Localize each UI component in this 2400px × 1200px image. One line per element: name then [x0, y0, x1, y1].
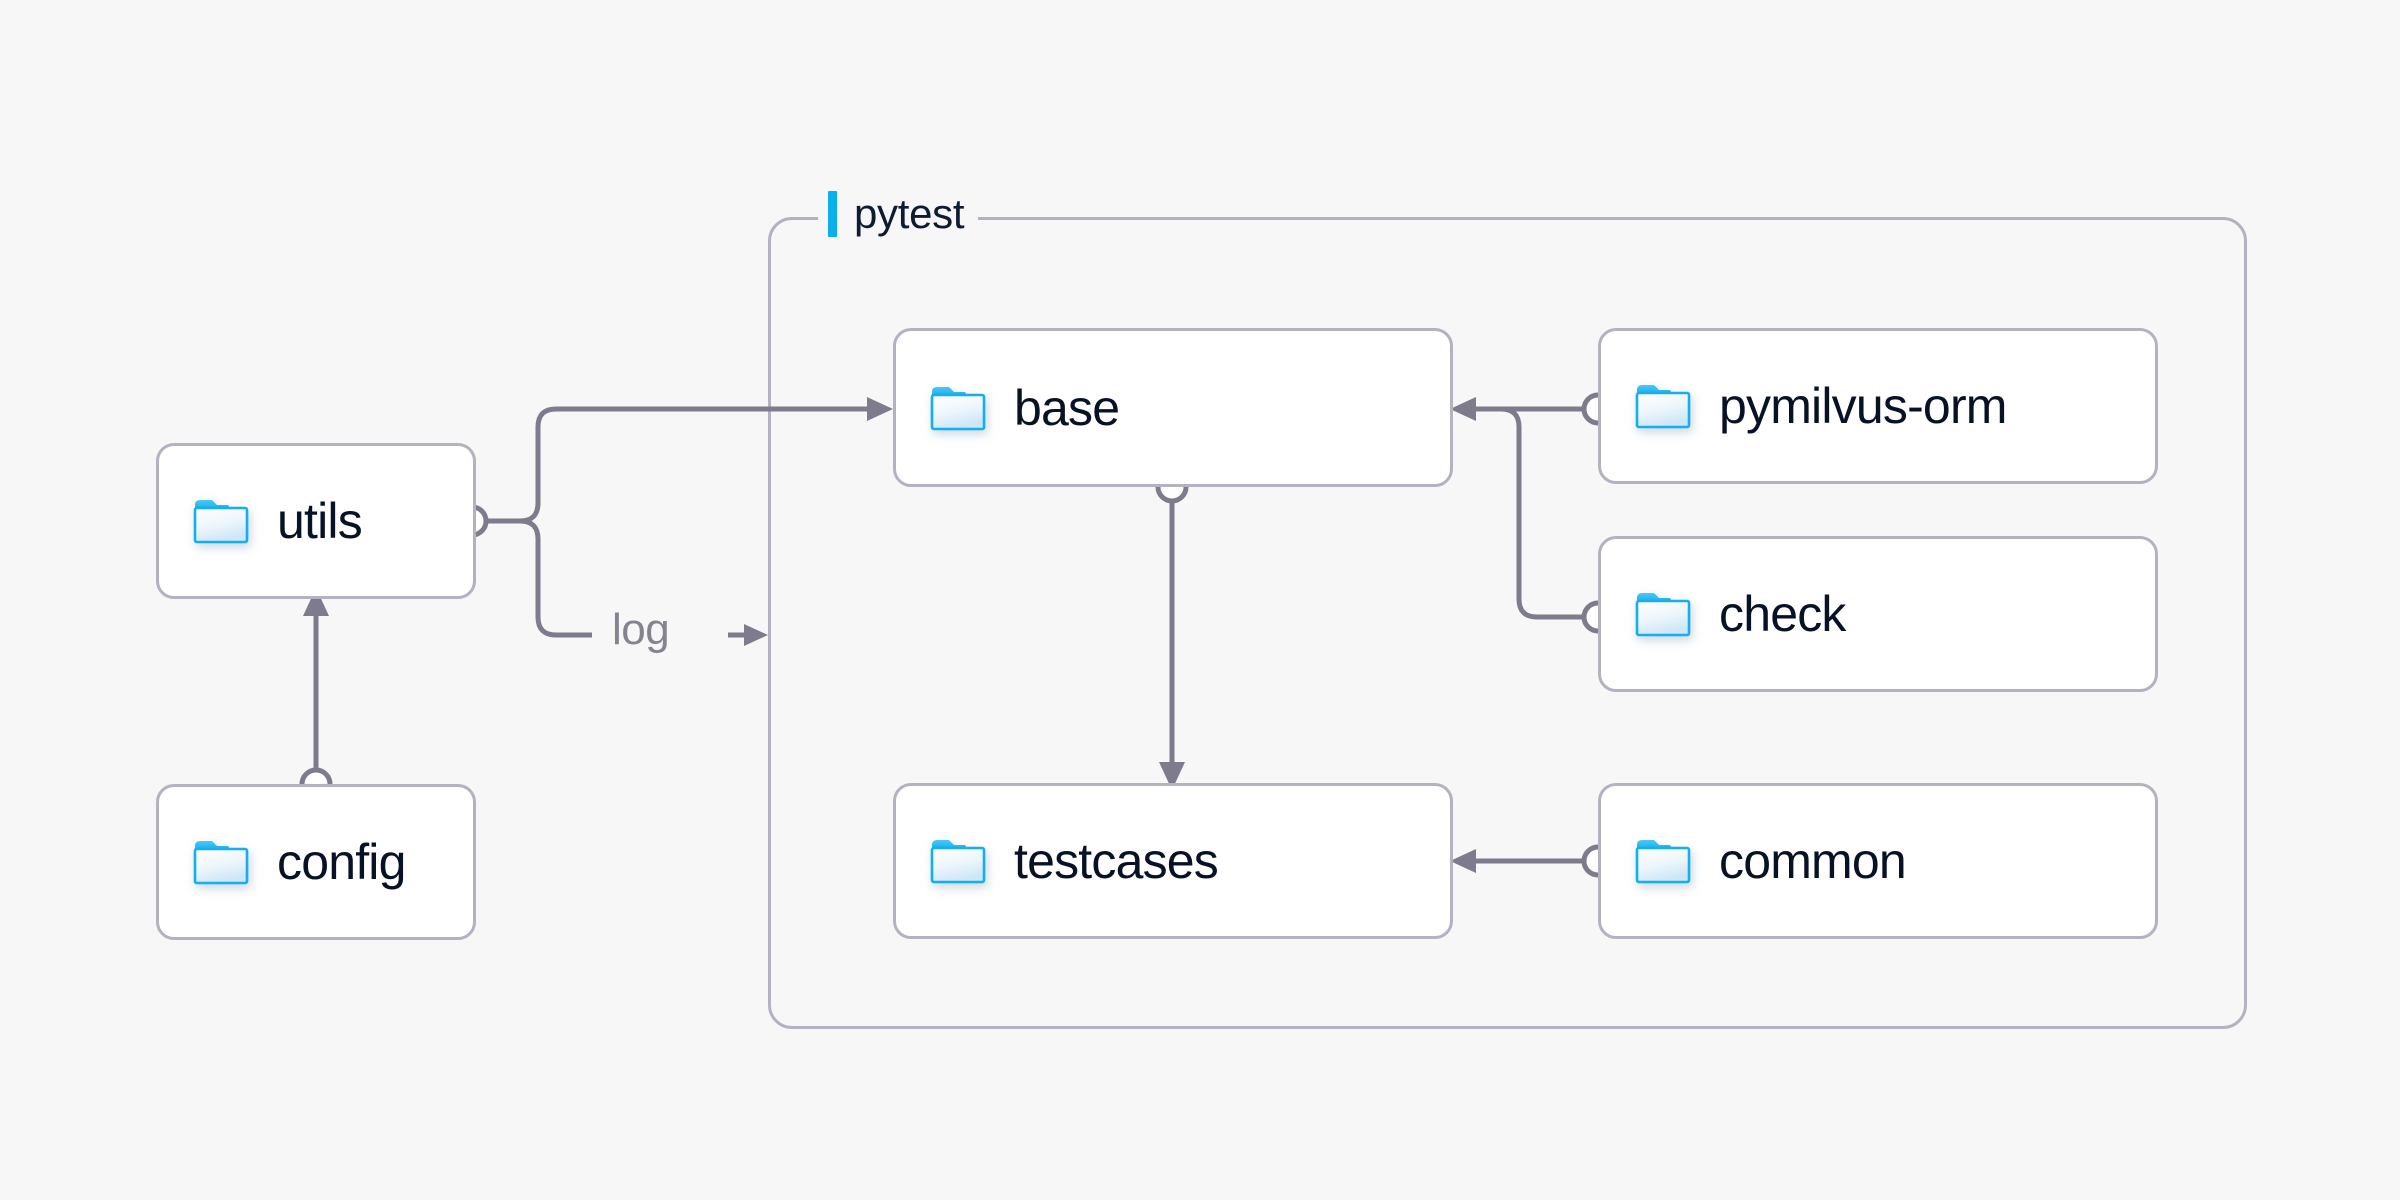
node-common[interactable]: common: [1598, 783, 2158, 939]
edge-label-log: log: [606, 605, 676, 655]
group-pytest-label: pytest: [818, 187, 979, 241]
node-label: testcases: [1014, 833, 1219, 889]
node-check[interactable]: check: [1598, 536, 2158, 692]
node-base[interactable]: base: [893, 328, 1453, 487]
node-label: base: [1014, 379, 1120, 436]
node-label: pymilvus-orm: [1719, 378, 2007, 434]
folder-icon: [1635, 837, 1691, 885]
node-config[interactable]: config: [156, 784, 476, 940]
node-label: utils: [277, 493, 363, 549]
node-utils[interactable]: utils: [156, 443, 476, 599]
folder-icon: [193, 497, 249, 545]
node-label: check: [1719, 586, 1846, 642]
node-pymilvus-orm[interactable]: pymilvus-orm: [1598, 328, 2158, 484]
log-arrow-icon: [728, 624, 768, 646]
folder-icon: [1635, 382, 1691, 430]
node-label: common: [1719, 833, 1907, 889]
group-accent-bar: [828, 191, 837, 237]
group-pytest[interactable]: [768, 217, 2247, 1029]
edge-config-utils: [303, 588, 329, 769]
group-label-text: pytest: [854, 190, 965, 237]
folder-icon: [930, 837, 986, 885]
edge-utils-log: [479, 518, 592, 638]
node-testcases[interactable]: testcases: [893, 783, 1453, 939]
folder-icon: [193, 838, 249, 886]
folder-icon: [930, 384, 986, 432]
folder-icon: [1635, 590, 1691, 638]
node-label: config: [277, 834, 406, 890]
